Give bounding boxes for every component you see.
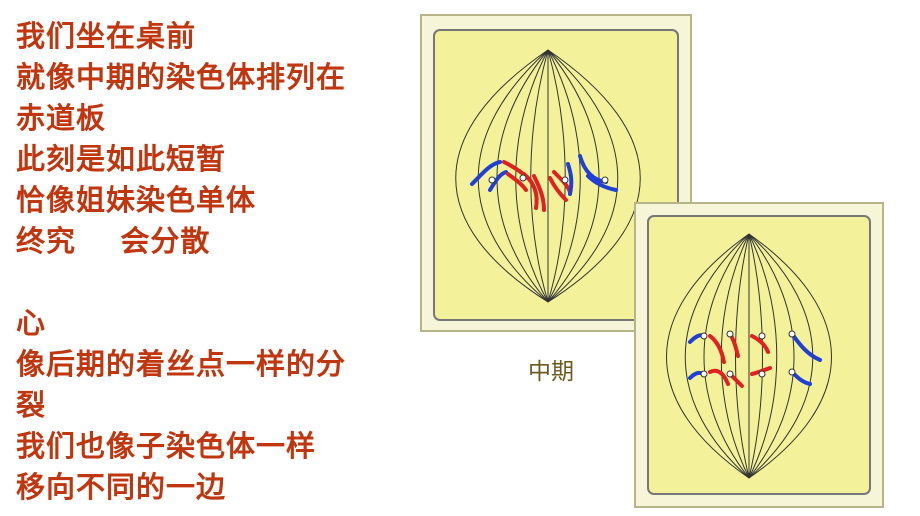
- metaphase-cell-illustration: [420, 14, 692, 332]
- poem-line: 心: [16, 306, 47, 340]
- anaphase-cell-illustration: [634, 202, 884, 508]
- poem-line: 我们坐在桌前: [16, 19, 197, 53]
- poem-line: 此刻是如此短暂: [16, 142, 227, 176]
- poem-line: 裂: [16, 388, 47, 422]
- poem-line: 就像中期的染色体排列在: [16, 60, 347, 94]
- poem-line: 移向不同的一边: [16, 470, 227, 504]
- poem-line: 赤道板: [16, 101, 107, 135]
- poem-line: [16, 262, 346, 303]
- metaphase-caption: 中期: [528, 359, 574, 385]
- poem-line: 像后期的着丝点一样的分: [16, 347, 347, 381]
- poem-line: 我们也像子染色体一样: [16, 429, 317, 463]
- poem-text: 我们坐在桌前 就像中期的染色体排列在 赤道板 此刻是如此短暂 恰像姐妹染色单体 …: [16, 16, 346, 508]
- poem-line: 终究 会分散: [16, 224, 211, 258]
- poem-line: 恰像姐妹染色单体: [16, 183, 257, 217]
